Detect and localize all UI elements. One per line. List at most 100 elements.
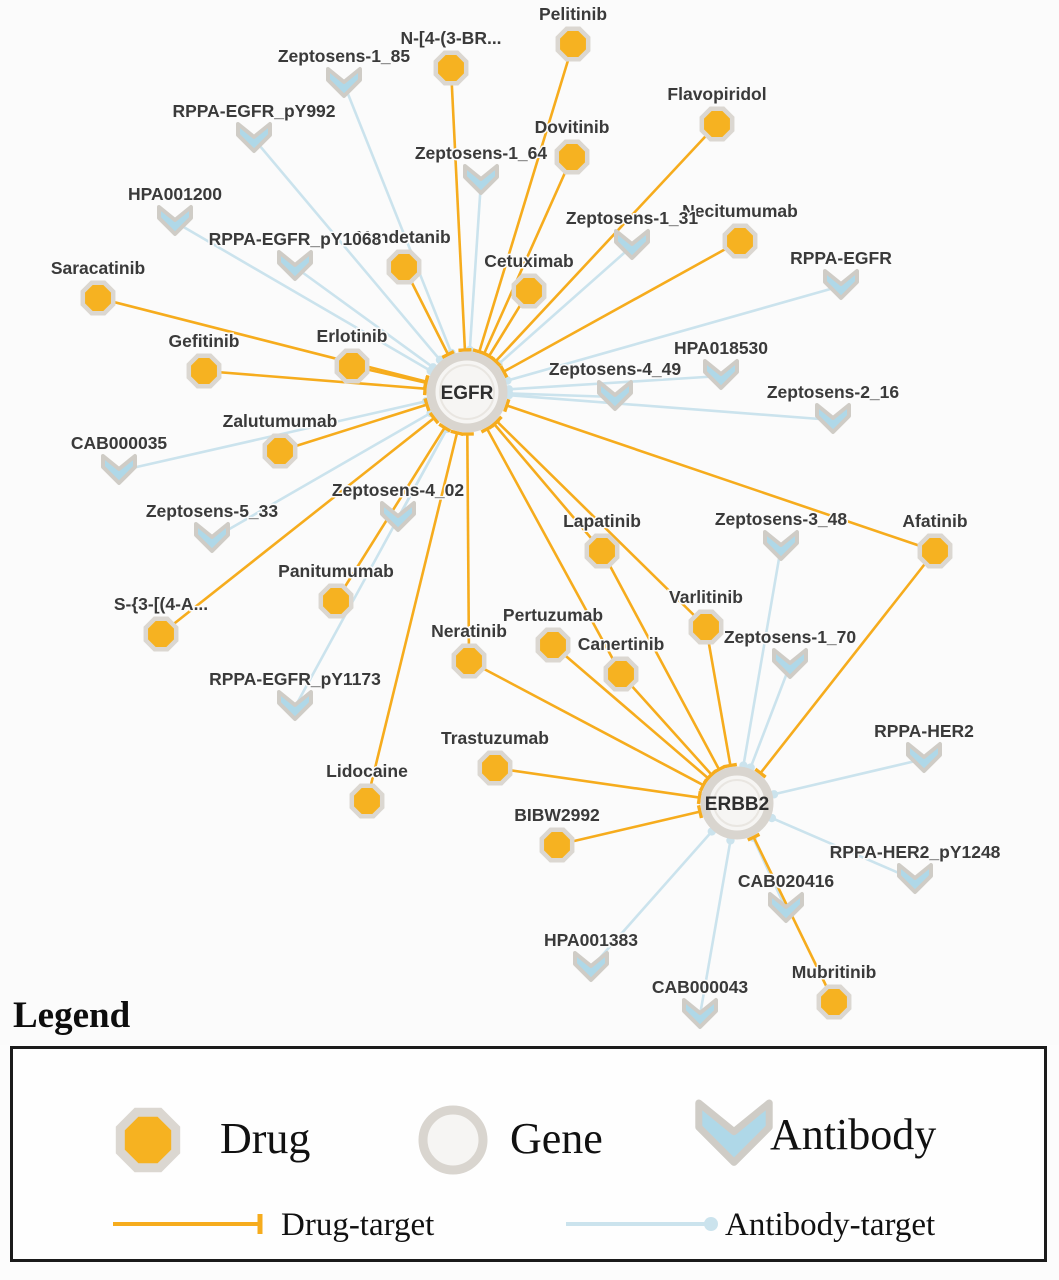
drug-node-s-3-4-a xyxy=(143,616,179,652)
antibody-label-rppa-egfr_py1068: RPPA-EGFR_pY1068 xyxy=(209,229,382,249)
antibody-label-zeptosens-1_64: Zeptosens-1_64 xyxy=(415,143,548,163)
drug-node-vandetanib xyxy=(386,249,422,285)
drug-label-pelitinib: Pelitinib xyxy=(539,4,607,24)
antibody-label-hpa001383: HPA001383 xyxy=(544,930,638,950)
drug-target-edge-cetuximab-EGFR-tee xyxy=(482,351,496,362)
legend-label-antibody: Antibody xyxy=(770,1110,937,1159)
gene-label-EGFR: EGFR xyxy=(441,383,494,404)
drug-target-edge-n-4-3-br-EGFR xyxy=(449,67,467,351)
antibody-label-hpa001200: HPA001200 xyxy=(128,184,222,204)
drug-label-lidocaine: Lidocaine xyxy=(326,761,408,781)
antibody-node-zeptosens-2_16 xyxy=(815,403,851,434)
gene-node-inner-ring xyxy=(713,779,761,827)
drug-target-edge-trastuzumab-ERBB2-tee xyxy=(696,790,703,805)
drug-label-gefitinib: Gefitinib xyxy=(169,331,240,351)
drug-target-edge-lapatinib-ERBB2 xyxy=(600,550,721,771)
drug-label-pertuzumab: Pertuzumab xyxy=(503,605,603,625)
drug-target-edge-panitumumab-EGFR-tee xyxy=(438,422,452,433)
drug-label-n-4-3-br: N-[4-(3-BR... xyxy=(400,28,501,48)
drug-node-flavopiridol xyxy=(699,106,735,142)
drug-node-lidocaine xyxy=(349,783,385,819)
antibody-node-zeptosens-4_02 xyxy=(380,501,416,532)
antibody-node-cab020416 xyxy=(768,892,804,923)
network-graph: EGFRERBB2PelitinibN-[4-(3-BR...Flavopiri… xyxy=(50,4,1001,1029)
drug-target-edge-afatinib-ERBB2 xyxy=(759,550,937,774)
drug-node-erlotinib xyxy=(334,348,370,384)
drug-node-mubritinib xyxy=(816,984,852,1020)
drug-target-edge-lidocaine-EGFR-tee xyxy=(450,429,464,436)
antibody-label-rppa-egfr: RPPA-EGFR xyxy=(790,248,892,268)
drug-target-edge-afatinib-ERBB2-tee xyxy=(754,767,767,779)
antibody-label-hpa018530: HPA018530 xyxy=(674,338,768,358)
antibody-label-zeptosens-1_85: Zeptosens-1_85 xyxy=(278,46,411,66)
drug-label-varlitinib: Varlitinib xyxy=(669,587,743,607)
drug-target-edge-afatinib-EGFR xyxy=(506,404,936,553)
drug-node-afatinib xyxy=(917,533,953,569)
drug-target-edge-afatinib-EGFR-tee xyxy=(503,398,511,413)
drug-target-edge-lapatinib-EGFR xyxy=(493,423,603,552)
antibody-node-hpa018530 xyxy=(703,359,739,390)
antibody-target-edge-zeptosens-5_33-EGFR xyxy=(211,411,432,541)
antibody-node-zeptosens-1_70 xyxy=(772,648,808,679)
antibody-node-zeptosens-1_31 xyxy=(614,229,650,260)
antibody-target-edge-rppa-egfr_py1173-EGFR xyxy=(293,428,449,708)
drug-node-dovitinib xyxy=(554,139,590,175)
antibody-node-rppa-egfr_py1173 xyxy=(277,690,313,721)
legend-label-drug-target: Drug-target xyxy=(281,1207,435,1243)
drug-target-edge-varlitinib-EGFR-tee xyxy=(491,415,503,428)
antibody-node-hpa001383 xyxy=(573,951,609,982)
drug-node-bibw2992 xyxy=(539,827,575,863)
drug-node-trastuzumab xyxy=(477,750,513,786)
legend-label-gene: Gene xyxy=(510,1114,603,1163)
antibody-target-edge-zeptosens-4_49-EGFR xyxy=(508,392,616,399)
drug-label-dovitinib: Dovitinib xyxy=(535,117,610,137)
drug-node-neratinib xyxy=(451,643,487,679)
gene-node-inner-ring xyxy=(439,364,495,420)
antibody-node-rppa-egfr_py992 xyxy=(236,122,272,153)
antibody-label-rppa-her2: RPPA-HER2 xyxy=(874,721,974,741)
gene-circle-shape xyxy=(418,1105,488,1175)
drug-target-edge-bibw2992-ERBB2-tee xyxy=(696,804,704,819)
drug-label-neratinib: Neratinib xyxy=(431,621,507,641)
drug-target-edge-mubritinib-ERBB2 xyxy=(752,836,836,1003)
drug-label-bibw2992: BIBW2992 xyxy=(514,805,600,825)
drug-label-trastuzumab: Trastuzumab xyxy=(441,728,549,748)
antibody-node-zeptosens-3_48 xyxy=(763,530,799,561)
antibody-label-zeptosens-5_33: Zeptosens-5_33 xyxy=(146,501,279,521)
antibody-label-cab020416: CAB020416 xyxy=(738,871,835,891)
antibody-target-edge-zeptosens-3_48-ERBB2 xyxy=(742,546,783,766)
drug-node-necitumumab xyxy=(722,223,758,259)
antibody-target-edge-icon xyxy=(566,1217,718,1231)
drug-label-lapatinib: Lapatinib xyxy=(563,511,641,531)
antibody-node-zeptosens-1_85 xyxy=(326,67,362,98)
antibody-node-rppa-her2_py1248 xyxy=(897,863,933,894)
drug-target-edge-pelitinib-EGFR xyxy=(477,43,575,353)
drug-target-edge-flavopiridol-EGFR xyxy=(494,123,718,363)
drug-target-edge-zalutumumab-EGFR-tee xyxy=(423,397,431,412)
drug-label-vandetanib: Vandetanib xyxy=(357,227,450,247)
drug-target-edge-zalutumumab-EGFR xyxy=(279,403,428,453)
drug-target-edge-pertuzumab-ERBB2 xyxy=(552,644,710,780)
drug-label-zalutumumab: Zalutumumab xyxy=(223,411,338,431)
antibody-target-edge-hpa001383-ERBB2 xyxy=(590,830,713,969)
antibody-node-zeptosens-1_64 xyxy=(463,164,499,195)
antibody-target-edge-zeptosens-2_16-EGFR xyxy=(508,393,834,422)
drug-target-edge-neratinib-EGFR xyxy=(466,433,471,662)
antibody-target-edge-zeptosens-1_31-EGFR xyxy=(497,245,633,366)
antibody-node-rppa-egfr xyxy=(823,269,859,300)
antibody-target-edge-rppa-her2_py1248-ERBB2 xyxy=(771,816,916,882)
drug-node-gefitinib xyxy=(186,353,222,389)
antibody-target-edge-hpa018530-EGFR xyxy=(508,374,722,391)
drug-node-zalutumumab xyxy=(262,433,298,469)
drug-target-edge-s-3-4-a-EGFR-tee xyxy=(428,411,440,425)
antibody-target-edge-hpa001200-EGFR xyxy=(174,220,432,372)
antibody-node-zeptosens-4_49 xyxy=(597,380,633,411)
antibody-label-rppa-her2_py1248: RPPA-HER2_pY1248 xyxy=(830,842,1001,862)
antibody-node-rppa-her2 xyxy=(906,742,942,773)
drug-target-edge-necitumumab-EGFR xyxy=(503,239,741,373)
drug-target-edge-lidocaine-EGFR xyxy=(365,432,459,802)
antibody-label-zeptosens-3_48: Zeptosens-3_48 xyxy=(715,509,848,529)
drug-octagon-shape xyxy=(115,1107,181,1173)
antibody-target-edge-zeptosens-1_64-EGFR xyxy=(468,180,483,351)
